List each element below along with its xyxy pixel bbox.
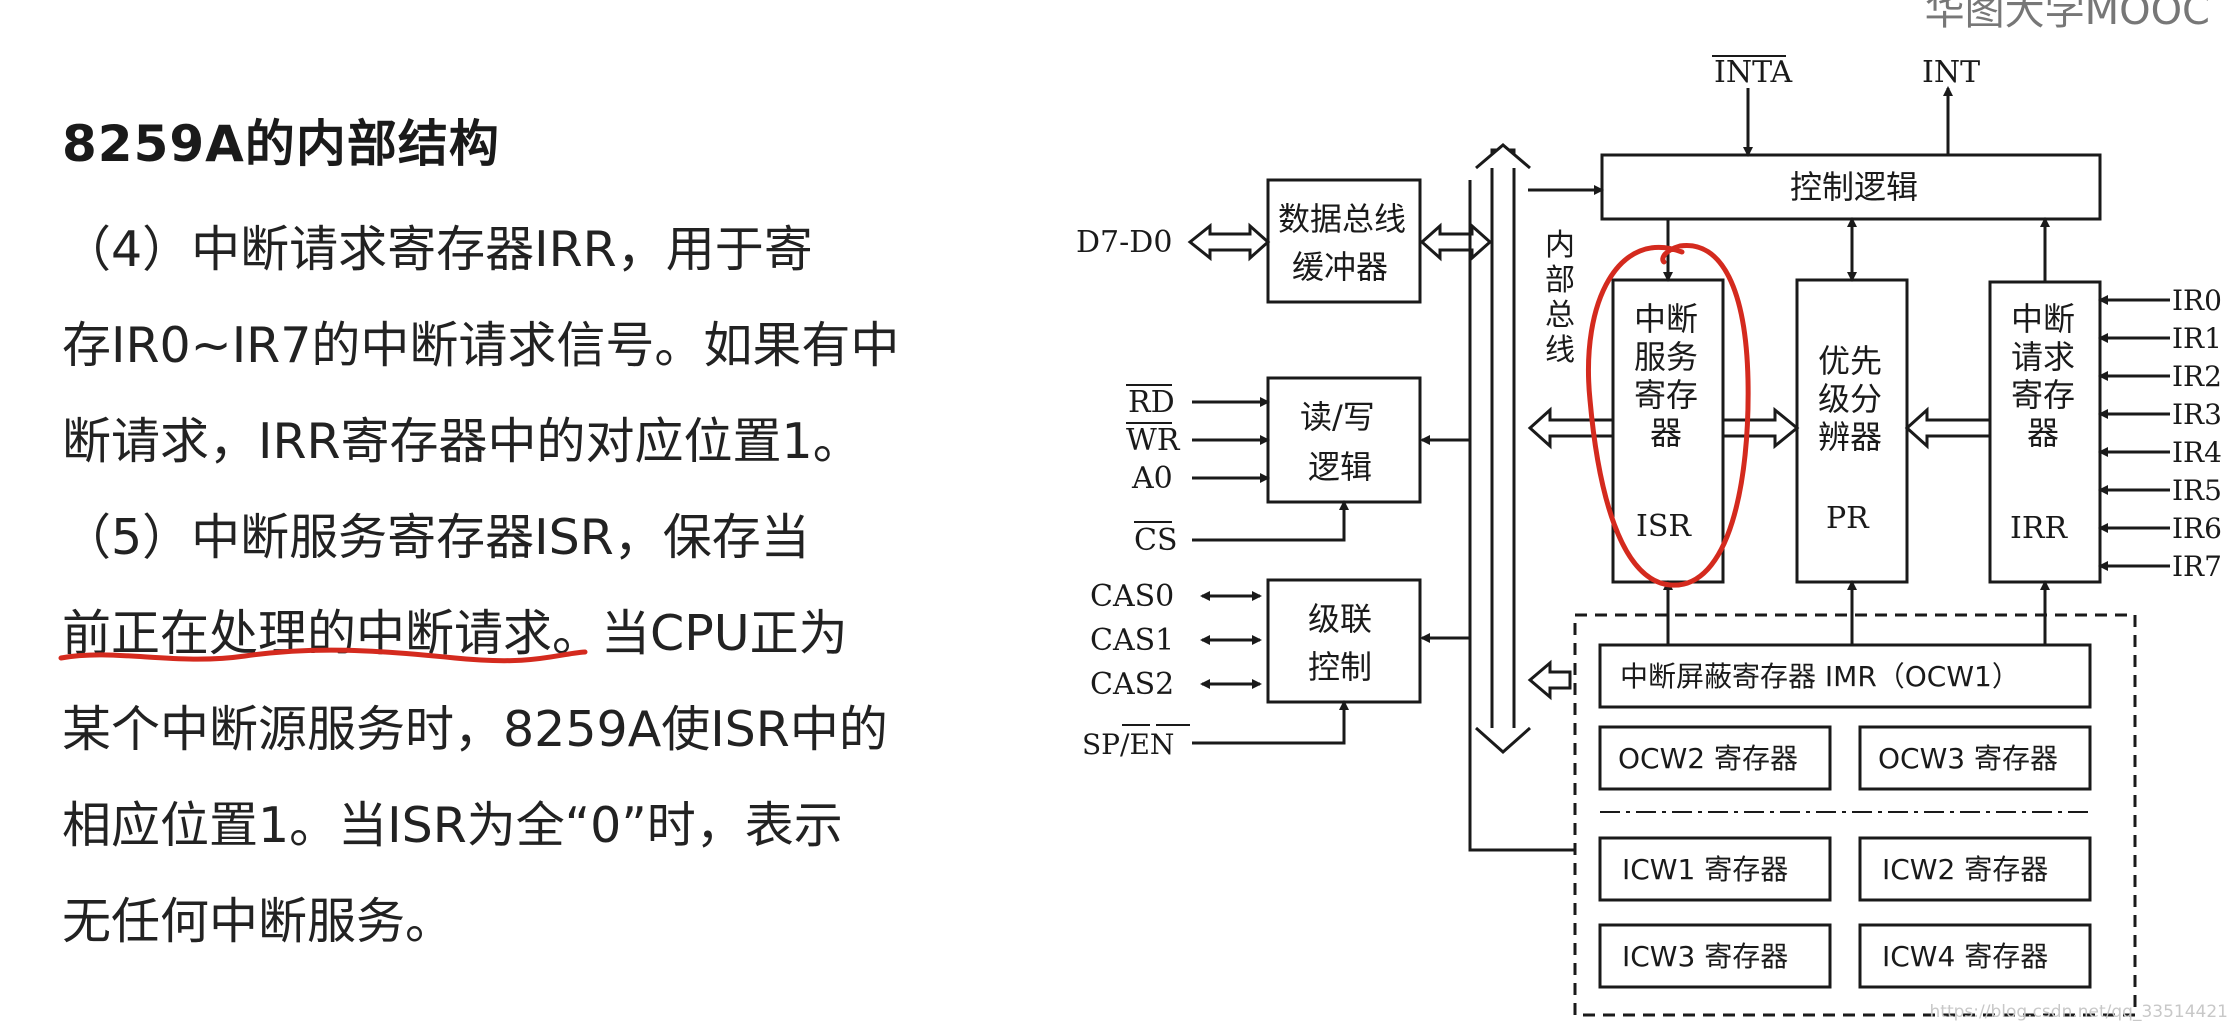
internal-bus-label-1: 内 [1545,228,1575,263]
ocw3-label: OCW3 寄存器 [1878,742,2058,775]
icw3-box [1598,923,1832,989]
data-buffer-label-1: 数据总线 [1278,200,1406,238]
icw1-box [1598,836,1832,902]
ir5-label: IR5 [2172,474,2222,507]
a0-label: A0 [1131,461,1173,496]
ocw3-box [1858,725,2092,791]
register-group-dashed [1573,613,2137,1017]
ir1-label: IR1 [2172,322,2222,355]
irr-text-1: 中断 [2011,300,2075,338]
paragraph-irr: （4）中断请求寄存器IRR，用于寄 存IR0~IR7的中断请求信号。如果有中 断… [62,202,922,490]
icw2-label: ICW2 寄存器 [1882,853,2048,886]
icw3-label: ICW3 寄存器 [1622,940,1788,973]
inta-label: INTA [1714,55,1792,90]
ir3-label: IR3 [2172,398,2222,431]
internal-bus-label-2: 部 [1545,263,1575,298]
para5-line-4: 相应位置1。当ISR为全“0”时，表示 [62,797,843,854]
cs-label: CS [1134,523,1178,558]
irr-text-3: 寄存 [2011,376,2075,414]
rd-label: RD [1128,385,1175,420]
cas2-label: CAS2 [1090,667,1174,702]
para5-line-3: 某个中断源服务时，8259A使ISR中的 [62,701,888,758]
ir0-label: IR0 [2172,284,2222,317]
rw-logic-label-1: 读/写 [1300,398,1375,436]
ir6-label: IR6 [2172,512,2222,545]
block-diagram-8259a: INTA INT 控制逻辑 D7-D0 数据总线 缓冲器 内 部 总 线 读/写… [1076,55,2222,1017]
para5-line-5: 无任何中断服务。 [62,893,455,950]
para4-line-3: 断请求，IRR寄存器中的对应位置1。 [62,413,862,470]
pr-text-3: 辨器 [1818,418,1882,456]
red-circle-annotation [1586,243,1751,588]
cas1-label: CAS1 [1090,623,1174,658]
spen-label: SP/EN [1082,728,1174,761]
isr-text-3: 寄存 [1634,376,1698,414]
imr-label: 中断屏蔽寄存器 IMR（OCW1） [1620,660,2020,693]
internal-bus-label-3: 总 [1545,298,1575,333]
isr-text-1: 中断 [1634,300,1698,338]
irr-text-5: IRR [2010,511,2068,546]
cascade-label-2: 控制 [1308,648,1372,686]
ocw2-label: OCW2 寄存器 [1618,742,1798,775]
ocw2-box [1598,725,1832,791]
wr-label: WR [1126,423,1181,458]
icw2-box [1858,836,2092,902]
isr-text-5: ISR [1636,509,1692,544]
data-buffer-label-2: 缓冲器 [1292,248,1388,286]
pr-box [1795,278,1909,584]
paragraph-isr: （5）中断服务寄存器ISR，保存当 前正在处理的中断请求。当CPU正为 某个中断… [62,490,922,970]
isr-text-4: 器 [1650,414,1682,452]
cascade-control-box [1266,578,1422,704]
icw4-box [1858,923,2092,989]
imr-box [1598,643,2092,709]
cas0-label: CAS0 [1090,579,1174,614]
int-label: INT [1922,55,1980,90]
para5-line-2: 前正在处理的中断请求。当CPU正为 [62,605,848,662]
slide-title: 8259A的内部结构 [62,115,500,173]
isr-text-2: 服务 [1634,338,1698,376]
irr-text-4: 器 [2027,414,2059,452]
ir7-label: IR7 [2172,550,2222,583]
watermark: https://blog.csdn.net/qq_33514421 [1929,1002,2228,1022]
icw4-label: ICW4 寄存器 [1882,940,2048,973]
icw1-label: ICW1 寄存器 [1622,853,1788,886]
rw-logic-label-2: 逻辑 [1308,448,1372,486]
para5-line-1: （5）中断服务寄存器ISR，保存当 [62,509,810,566]
isr-box [1611,278,1725,584]
cascade-label-1: 级联 [1308,600,1372,638]
pr-text-2: 级分 [1818,380,1882,418]
ir4-label: IR4 [2172,436,2222,469]
irr-text-2: 请求 [2011,338,2075,376]
ir2-label: IR2 [2172,360,2222,393]
para4-line-1: （4）中断请求寄存器IRR，用于寄 [62,221,813,278]
d7d0-label: D7-D0 [1076,225,1172,260]
pr-text-4: PR [1826,501,1870,536]
control-logic-label: 控制逻辑 [1790,168,1918,206]
red-underline-annotation [58,647,588,664]
internal-bus-label-4: 线 [1545,333,1575,368]
irr-box [1988,280,2102,584]
header-logo-crop: 华图大学MOOC [1924,0,2210,34]
para4-line-2: 存IR0~IR7的中断请求信号。如果有中 [62,317,900,374]
pr-text-1: 优先 [1818,342,1882,380]
